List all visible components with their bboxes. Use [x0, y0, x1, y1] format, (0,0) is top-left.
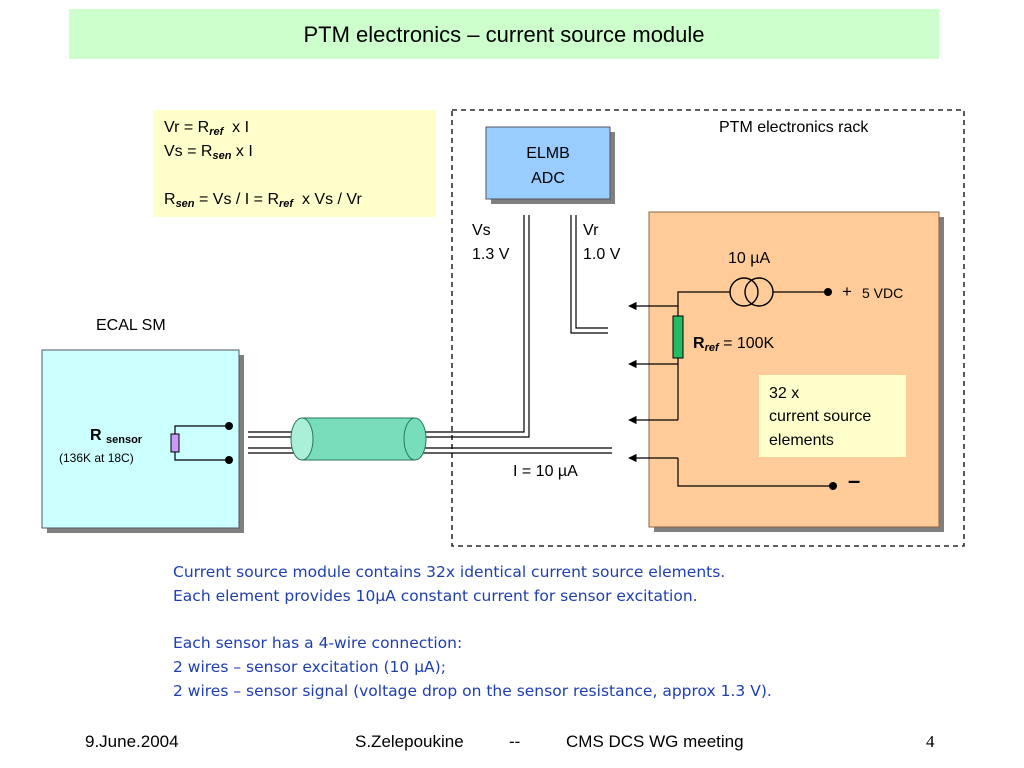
- elements-box: [759, 375, 906, 457]
- sensor-resistor: [170, 433, 180, 453]
- ecal-label: ECAL SM: [96, 317, 166, 334]
- i-label: I = 10 µA: [513, 463, 578, 480]
- current-label: 10 µA: [728, 250, 771, 267]
- rref-resistor: [672, 315, 684, 359]
- footer-author: S.Zelepoukine: [355, 732, 464, 751]
- formula-vs: Vs = Rsen x I: [164, 143, 253, 162]
- current-source-symbol: [729, 277, 774, 307]
- footer-meeting: CMS DCS WG meeting: [566, 732, 744, 751]
- sensor-terminal-bottom: [225, 456, 233, 464]
- sense-arrows: [628, 301, 678, 463]
- ecal-sm-box: [41, 349, 240, 529]
- title-bar: [69, 9, 939, 59]
- vr-label: Vr: [583, 222, 599, 239]
- rack-label: PTM electronics rack: [719, 119, 869, 136]
- formula-rsen: Rsen = Vs / I = Rref x Vs / Vr: [164, 191, 362, 210]
- desc-line5: 2 wires – sensor signal (voltage drop on…: [173, 682, 772, 700]
- desc-line2: Each element provides 10µA constant curr…: [173, 587, 698, 605]
- module-wiring: [677, 291, 831, 487]
- rack-border: [451, 109, 965, 547]
- sensor-label: R sensor: [90, 427, 143, 446]
- supply-plus: +: [842, 282, 852, 301]
- elements-line1: 32 x: [769, 385, 800, 402]
- elmb-label: ELMB: [526, 145, 570, 162]
- minus-label: –: [848, 468, 861, 493]
- footer-date: 9.June.2004: [85, 732, 179, 751]
- elements-line3: elements: [769, 432, 834, 449]
- desc-line4: 2 wires – sensor excitation (10 µA);: [173, 658, 446, 676]
- cable-cylinder: [290, 417, 427, 461]
- elmb-adc-box: [485, 126, 611, 200]
- desc-line3: Each sensor has a 4-wire connection:: [173, 634, 463, 652]
- ground-terminal: [829, 482, 837, 490]
- rref-label: Rref = 100K: [693, 335, 775, 354]
- footer-page-number: 4: [926, 732, 935, 751]
- slide-title: PTM electronics – current source module: [303, 22, 705, 47]
- adc-label: ADC: [531, 170, 565, 187]
- vs-value: 1.3 V: [472, 246, 510, 263]
- vr-wire: [570, 215, 608, 334]
- formula-box: Vr = Rref x I Vs = Rsen x I Rsen = Vs / …: [153, 110, 436, 217]
- supply-terminal: [824, 288, 832, 296]
- supply-label: 5 VDC: [862, 285, 904, 301]
- vs-label: Vs: [472, 222, 491, 239]
- sensor-connections: [174, 425, 229, 461]
- current-source-module: [648, 211, 940, 528]
- formula-vr: Vr = Rref x I: [164, 119, 250, 138]
- desc-line1: Current source module contains 32x ident…: [173, 563, 726, 581]
- vr-value: 1.0 V: [583, 246, 621, 263]
- sensor-terminal-top: [225, 422, 233, 430]
- footer-separator: --: [509, 732, 521, 751]
- sensor-note: (136K at 18C): [59, 451, 134, 465]
- elements-line2: current source: [769, 408, 872, 425]
